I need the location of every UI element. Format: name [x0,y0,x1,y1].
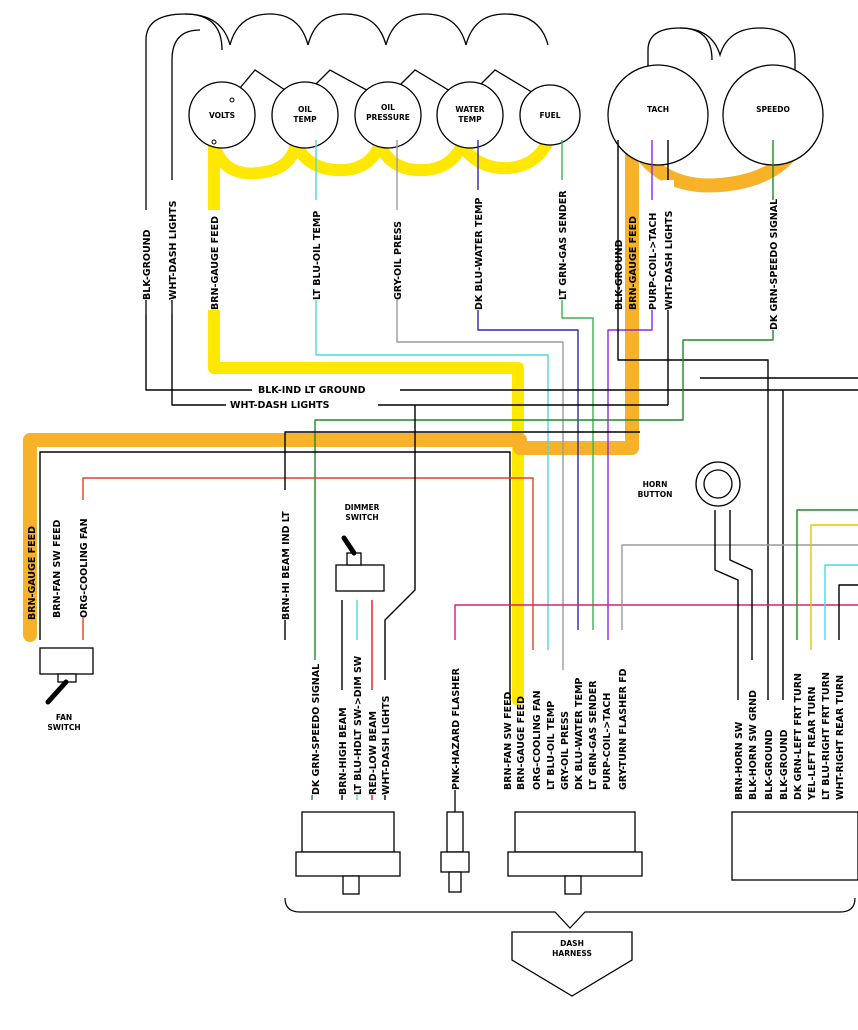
oil-pressure-label-2: PRESSURE [366,113,410,122]
connector-d-labels: BRN-HORN SW BLK-HORN SW GRND BLK-GROUND … [732,640,846,801]
label-a-red-low-beam: RED-LOW BEAM [368,711,379,795]
label-brn-gauge-feed: BRN-GAUGE FEED [210,216,221,310]
label-c-lt-blu-oil-temp: LT BLU-OIL TEMP [546,701,557,790]
label-a-wht-dash-lights: WHT-DASH LIGHTS [381,695,392,795]
label-left-org-cooling-fan: ORG-COOLING FAN [79,518,90,618]
label-gry-oil-press: GRY-OIL PRESS [393,221,404,300]
tach-label: TACH [647,105,669,114]
oil-pressure-label-1: OIL [381,103,395,112]
label-b-pnk-hazard: PNK-HAZARD FLASHER [451,667,462,790]
wht-dash-lights-bus-label: WHT-DASH LIGHTS [230,400,330,411]
label-c-lt-grn-gas-sender: LT GRN-GAS SENDER [588,680,599,790]
connector-a [295,811,401,895]
label-lt-grn-gas-sender: LT GRN-GAS SENDER [558,190,569,300]
label-blk-ground-tach: BLK-GROUND [614,239,625,310]
label-d-brn-horn-sw: BRN-HORN SW [734,721,745,800]
dimmer-switch-label-1: DIMMER [345,503,380,512]
horn-button-label-2: BUTTON [638,490,673,499]
label-c-brn-gauge-feed: BRN-GAUGE FEED [516,696,527,790]
dash-harness-label-2: HARNESS [552,949,592,958]
connector-a-labels: DK GRN-SPEEDO SIGNAL BRN-HIGH BEAM LT BL… [309,640,392,795]
connector-b-labels: PNK-HAZARD FLASHER [449,640,462,790]
label-wht-dash-lights-tach: WHT-DASH LIGHTS [664,210,675,310]
dimmer-switch-label-2: SWITCH [345,513,378,522]
connector-c [507,811,643,895]
label-c-dk-blu-water-temp: DK BLU-WATER TEMP [574,678,585,790]
label-c-gry-oil-press: GRY-OIL PRESS [560,711,571,790]
upper-wires [145,140,858,700]
label-lt-blu-oil-temp: LT BLU-OIL TEMP [312,211,323,300]
label-d-lt-blu-right-frt: LT BLU-RIGHT FRT TURN [821,672,832,800]
label-c-brn-fan-sw-feed: BRN-FAN SW FEED [503,691,514,790]
upper-wire-labels: BLK-GROUND WHT-DASH LIGHTS BRN-GAUGE FEE… [140,180,780,330]
oil-temp-label-2: TEMP [293,115,317,124]
label-a-dk-grn-speedo: DK GRN-SPEEDO SIGNAL [311,664,322,795]
water-temp-label-1: WATER [455,105,484,114]
dash-harness: DASH HARNESS [284,897,856,997]
horn-button-label-1: HORN [643,480,668,489]
fan-switch-label-2: SWITCH [47,723,80,732]
label-wht-dash-lights: WHT-DASH LIGHTS [168,200,179,300]
connector-c-labels: BRN-FAN SW FEED BRN-GAUGE FEED ORG-COOLI… [503,630,629,790]
label-left-brn-fan-sw-feed: BRN-FAN SW FEED [52,519,63,618]
label-dk-blu-water-temp: DK BLU-WATER TEMP [474,198,485,310]
tach-gauge: TACH [607,64,709,166]
label-d-blk-horn-sw-grnd: BLK-HORN SW GRND [748,690,759,800]
label-a-lt-blu-hdlt: LT BLU-HDLT SW->DIM SW [353,655,364,795]
label-blk-ground: BLK-GROUND [142,229,153,300]
fuel-label: FUEL [539,111,560,120]
label-c-purp-coil-tach: PURP-COIL->TACH [602,693,613,790]
label-brn-gauge-feed-tach: BRN-GAUGE FEED [628,216,639,310]
fan-switch[interactable]: FAN SWITCH [39,647,94,732]
water-temp-label-2: TEMP [458,115,482,124]
water-temp-gauge: WATER TEMP [436,81,504,149]
oil-temp-label-1: OIL [298,105,312,114]
label-a-brn-high-beam: BRN-HIGH BEAM [338,707,349,795]
label-dk-grn-speedo-signal: DK GRN-SPEEDO SIGNAL [769,199,780,330]
volts-label: VOLTS [209,111,235,120]
fan-switch-label-1: FAN [56,713,72,722]
oil-pressure-gauge: OIL PRESSURE [354,81,422,149]
label-c-gry-turn-flasher: GRY-TURN FLASHER FD [618,668,629,790]
label-d-blk-ground-1: BLK-GROUND [764,729,775,800]
oil-temp-gauge: OIL TEMP [271,81,339,149]
speedo-label: SPEEDO [756,105,790,114]
label-c-org-cooling-fan: ORG-COOLING FAN [532,690,543,790]
dash-light-arcs [145,13,796,315]
dimmer-switch[interactable]: DIMMER SWITCH [335,503,385,592]
connector-d [731,811,858,881]
label-d-dk-grn-left-frt: DK GRN-LEFT FRT TURN [793,673,804,800]
horn-button[interactable]: HORN BUTTON [638,461,741,507]
label-purp-coil-tach: PURP-COIL->TACH [648,213,659,310]
left-wire-labels: BRN-GAUGE FEED BRN-FAN SW FEED ORG-COOLI… [27,490,292,620]
volts-gauge: VOLTS [188,81,256,149]
fuel-gauge: FUEL [519,84,581,146]
label-left-brn-gauge-feed: BRN-GAUGE FEED [27,526,38,620]
label-brn-hi-beam-ind: BRN-HI BEAM IND LT [281,511,292,620]
label-d-blk-ground-2: BLK-GROUND [779,729,790,800]
dash-harness-label-1: DASH [560,939,584,948]
label-d-wht-right-rear: WHT-RIGHT REAR TURN [835,675,846,800]
label-d-yel-left-rear: YEL-LEFT REAR TURN [807,687,818,801]
blk-ind-lt-ground-label: BLK-IND LT GROUND [258,385,366,396]
connector-b [440,790,470,893]
